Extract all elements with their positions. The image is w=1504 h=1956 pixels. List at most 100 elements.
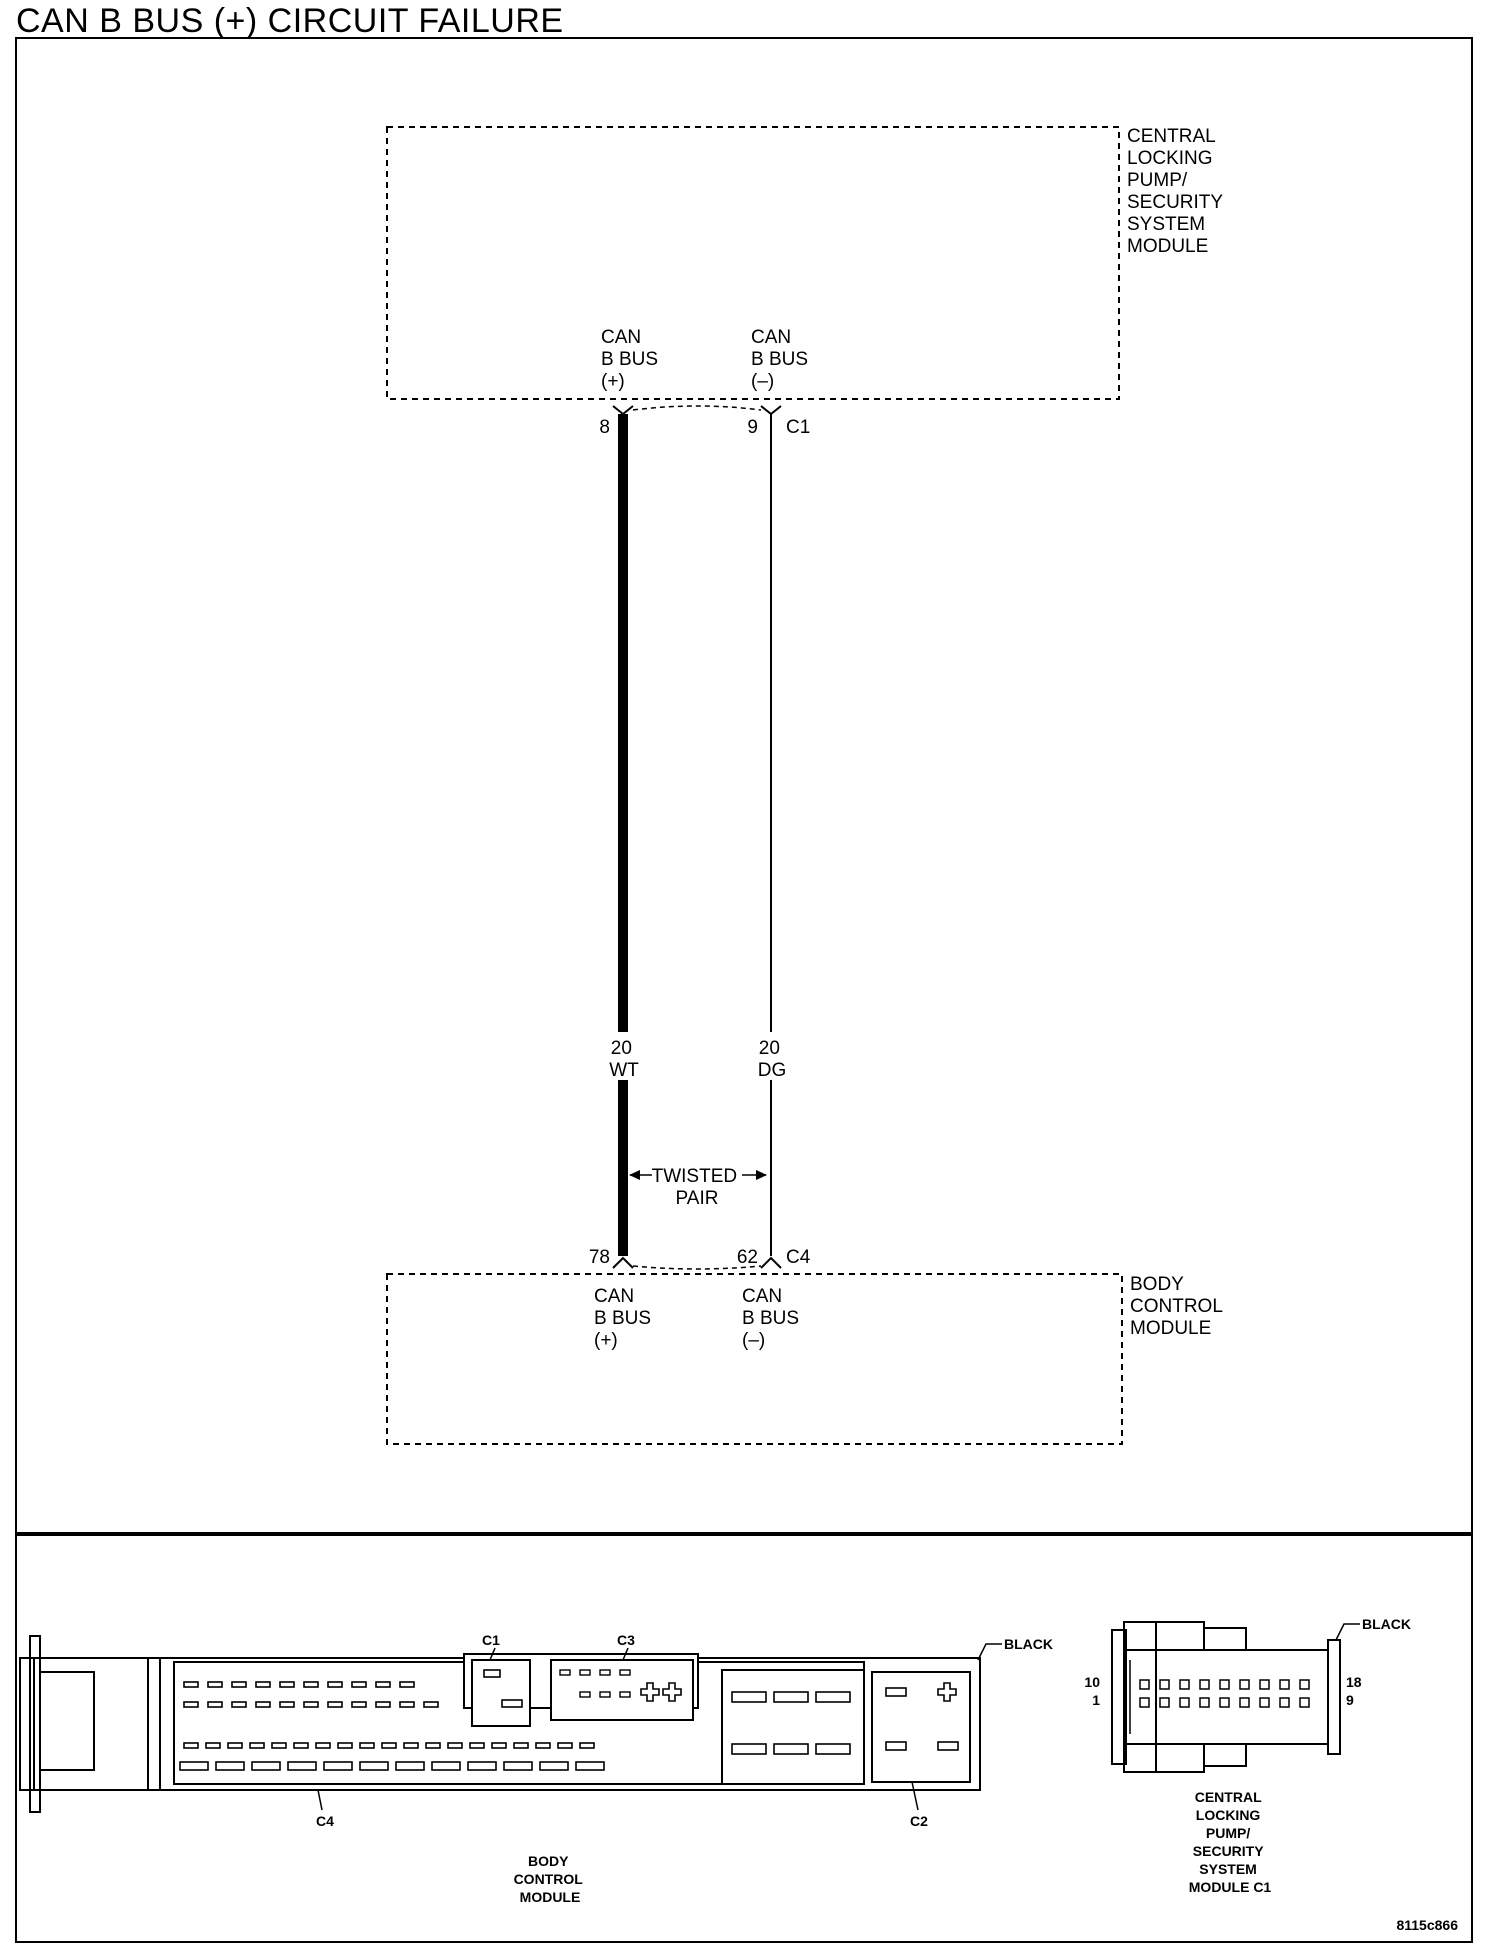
clp-pin-1: 1 xyxy=(1092,1692,1100,1708)
bcm-c4-pin xyxy=(207,1681,223,1688)
lower-terminal-minus xyxy=(760,1256,782,1269)
figure-id: 8115c866 xyxy=(1396,1917,1458,1933)
bcm-c4-pin xyxy=(351,1701,367,1708)
bcm-c4-pin xyxy=(255,1701,271,1708)
lower-pin-number-plus: 78 xyxy=(589,1247,610,1268)
clp-housing xyxy=(1124,1649,1329,1745)
wire-label-bg-plus xyxy=(606,1032,640,1080)
bcm-c4-pin xyxy=(579,1742,595,1749)
bcm-c4-pin xyxy=(351,1681,367,1688)
bcm-c1-block xyxy=(471,1659,531,1727)
bcm-c4-pin xyxy=(293,1742,309,1749)
bcm-c4-pin xyxy=(205,1742,221,1749)
bcm-c4-pin xyxy=(183,1681,199,1688)
clp-pin-cavity xyxy=(1219,1697,1230,1708)
wire-code-plus: 20 WT xyxy=(609,1038,639,1081)
bcm-c4-pin xyxy=(303,1701,319,1708)
clp-pin-cavity xyxy=(1139,1697,1150,1708)
lower-twist-marker xyxy=(632,1265,762,1270)
upper-module-outline xyxy=(386,126,1120,400)
bcm-c4-pin xyxy=(255,1681,271,1688)
upper-pin-label-minus: CAN B BUS (–) xyxy=(751,327,813,392)
bcm-c4-pin xyxy=(513,1742,529,1749)
bcm-c4-pin xyxy=(375,1681,391,1688)
clp-pin-cavity xyxy=(1159,1679,1170,1690)
clp-pin-cavity xyxy=(1179,1679,1190,1690)
bcm-c4-pin xyxy=(315,1742,331,1749)
bcm-c1-label: C1 xyxy=(482,1632,500,1648)
clp-pin-cavity xyxy=(1279,1679,1290,1690)
bcm-c4-pin xyxy=(337,1742,353,1749)
bcm-c4-pin xyxy=(359,1761,389,1771)
bcm-c4-pin xyxy=(303,1681,319,1688)
bcm-c4-pin xyxy=(535,1742,551,1749)
clp-pin-9: 9 xyxy=(1346,1692,1354,1708)
bcm-c4-pin xyxy=(403,1742,419,1749)
upper-pin-number-minus: 9 xyxy=(747,417,758,438)
diagram-frame xyxy=(15,37,1473,1943)
clp-pin-cavity xyxy=(1159,1697,1170,1708)
body-control-module: 78 62 C4 CAN B BUS (+) CAN B BUS (–) BOD… xyxy=(386,1247,1227,1445)
lower-module-outline xyxy=(386,1273,1123,1445)
twisted-pair-label: TWISTED PAIR xyxy=(652,1166,743,1209)
lower-connector-label: C4 xyxy=(786,1247,811,1268)
bcm-c4-pin xyxy=(251,1761,281,1771)
bcm-c4-pin xyxy=(215,1761,245,1771)
bcm-c4-pin xyxy=(287,1761,317,1771)
bcm-c4-pin xyxy=(539,1761,569,1771)
upper-twist-marker xyxy=(632,405,762,411)
bcm-c4-pin xyxy=(327,1681,343,1688)
bcm-c4-pin xyxy=(323,1761,353,1771)
bcm-c4-pin xyxy=(327,1701,343,1708)
bcm-c4-pin xyxy=(271,1742,287,1749)
bcm-c2-block xyxy=(871,1671,971,1783)
clp-pin-cavity xyxy=(1239,1679,1250,1690)
bcm-c4-pin xyxy=(557,1742,573,1749)
bcm-c4-pin xyxy=(399,1701,415,1708)
upper-pin-label-plus: CAN B BUS (+) xyxy=(601,327,663,392)
bcm-c3-label: C3 xyxy=(617,1632,635,1648)
clp-pin-18: 18 xyxy=(1346,1674,1362,1690)
bcm-c4-pin xyxy=(375,1701,391,1708)
lower-module-name: BODY CONTROL MODULE xyxy=(1130,1274,1227,1339)
clp-pin-cavity xyxy=(1139,1679,1150,1690)
bcm-c4-pin xyxy=(503,1761,533,1771)
bcm-c4-pin xyxy=(395,1761,425,1771)
bcm-c4-pin xyxy=(491,1742,507,1749)
upper-terminal-minus xyxy=(760,405,782,416)
bcm-c4-pin xyxy=(179,1761,209,1771)
twisted-pair-annotation: TWISTED PAIR xyxy=(629,1166,767,1209)
clp-pin-cavity xyxy=(1219,1679,1230,1690)
bcm-c3-block xyxy=(550,1659,694,1721)
lower-pin-label-minus: CAN B BUS (–) xyxy=(742,1286,804,1351)
clp-pin-10: 10 xyxy=(1084,1674,1100,1690)
bcm-c4-pin xyxy=(575,1761,605,1771)
clp-pin-cavity xyxy=(1279,1697,1290,1708)
clp-name: CENTRAL LOCKING PUMP/ SECURITY SYSTEM MO… xyxy=(1189,1789,1272,1895)
bcm-color-label: BLACK xyxy=(1004,1636,1053,1652)
bcm-c4-label: C4 xyxy=(316,1813,334,1829)
central-locking-pump-module: CENTRAL LOCKING PUMP/ SECURITY SYSTEM MO… xyxy=(386,126,1223,438)
clp-pin-cavity xyxy=(1199,1679,1210,1690)
clp-pin-cavity xyxy=(1299,1679,1310,1690)
bcm-c4-pin xyxy=(447,1742,463,1749)
bcm-c4-pin xyxy=(467,1761,497,1771)
clp-pin-cavity xyxy=(1239,1697,1250,1708)
bcm-c4-pin xyxy=(381,1742,397,1749)
bcm-c4-pin xyxy=(279,1701,295,1708)
wire-code-minus: 20 DG xyxy=(758,1038,787,1081)
lower-pin-label-plus: CAN B BUS (+) xyxy=(594,1286,656,1351)
bcm-c4-pin xyxy=(425,1742,441,1749)
bcm-c4-pin xyxy=(227,1742,243,1749)
bcm-c2-label: C2 xyxy=(910,1813,928,1829)
bcm-c4-pin xyxy=(399,1681,415,1688)
page-title: CAN B BUS (+) CIRCUIT FAILURE xyxy=(16,2,564,40)
bcm-c4-pin xyxy=(359,1742,375,1749)
clp-pin-cavity xyxy=(1259,1679,1270,1690)
clp-color-label: BLACK xyxy=(1362,1616,1411,1632)
wire-label-bg-minus xyxy=(756,1032,786,1080)
clp-pin-cavity xyxy=(1179,1697,1190,1708)
upper-connector-label: C1 xyxy=(786,417,810,438)
bcm-connector-view: C1 C3 C4 C2 BLACK BODY CONTROL MODULE xyxy=(19,1632,1053,1905)
